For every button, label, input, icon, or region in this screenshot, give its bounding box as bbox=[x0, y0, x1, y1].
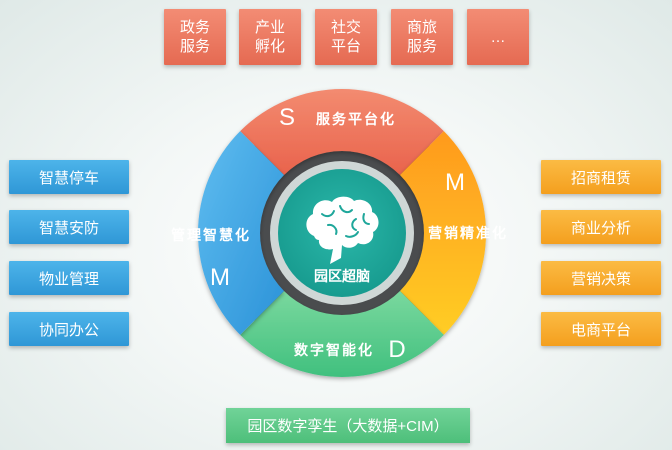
left-item-property-management: 物业管理 bbox=[9, 261, 129, 295]
right-segment bbox=[399, 131, 486, 335]
left-item-smart-security: 智慧安防 bbox=[9, 210, 129, 244]
left-segment-letter: M bbox=[210, 264, 230, 291]
right-segment-title: 营销精准化 bbox=[428, 225, 508, 241]
top-segment bbox=[240, 89, 444, 176]
right-segment-letter: M bbox=[445, 169, 465, 196]
bottom-segment-title: 数字智能化 bbox=[294, 342, 374, 358]
left-segment bbox=[198, 131, 285, 335]
left-item-smart-parking: 智慧停车 bbox=[9, 160, 129, 194]
right-item-business-analysis: 商业分析 bbox=[541, 210, 661, 244]
top-item-more: … bbox=[467, 9, 529, 65]
right-item-marketing-decision: 营销决策 bbox=[541, 261, 661, 295]
top-item-government-service: 政务 服务 bbox=[164, 9, 226, 65]
bottom-segment-letter: D bbox=[388, 336, 405, 363]
top-item-business-travel: 商旅 服务 bbox=[391, 9, 453, 65]
bottom-segment bbox=[240, 290, 444, 377]
digital-twin-bar: 园区数字孪生（大数据+CIM） bbox=[226, 408, 470, 443]
right-item-leasing: 招商租赁 bbox=[541, 160, 661, 194]
core-label: 园区超脑 bbox=[314, 268, 370, 284]
left-segment-title: 管理智慧化 bbox=[171, 227, 251, 243]
brain-icon bbox=[306, 196, 379, 264]
left-item-collaborative-office: 协同办公 bbox=[9, 312, 129, 346]
right-item-ecommerce: 电商平台 bbox=[541, 312, 661, 346]
top-segment-title: 服务平台化 bbox=[316, 111, 396, 127]
top-segment-letter: S bbox=[279, 104, 295, 131]
top-item-social-platform: 社交 平台 bbox=[315, 9, 377, 65]
top-item-industry-incubation: 产业 孵化 bbox=[239, 9, 301, 65]
